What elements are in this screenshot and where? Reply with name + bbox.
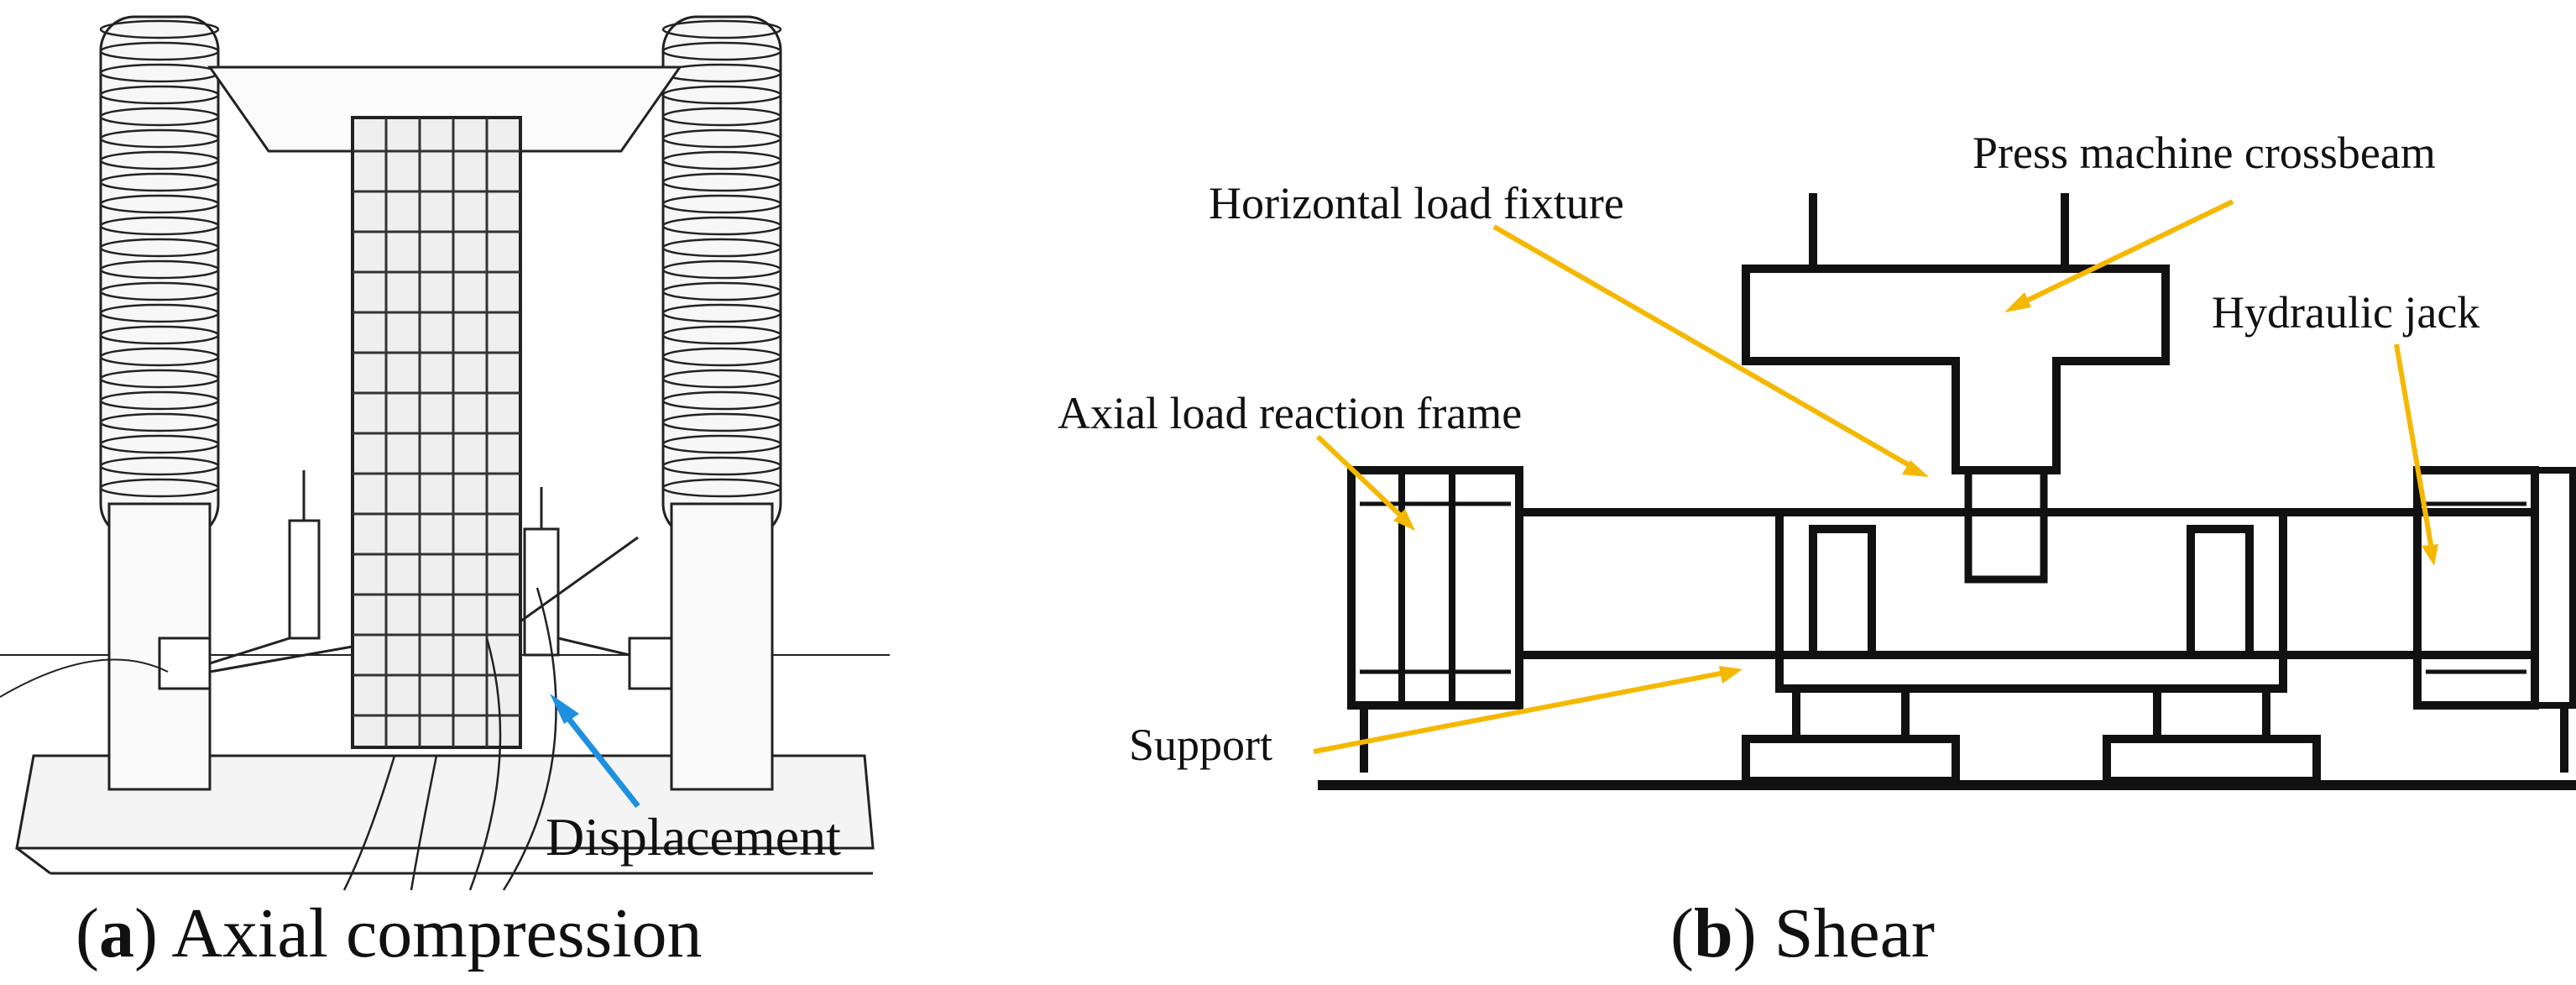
arrow-support xyxy=(1313,666,1743,754)
hydraulic-jack-shape xyxy=(2279,466,2576,773)
arrow-hydraulic-jack xyxy=(2394,343,2438,566)
lvdt-left xyxy=(158,470,353,690)
caption-b-letter: b xyxy=(1693,894,1733,972)
displacement-label: Displacement xyxy=(546,807,841,867)
press-crossbeam-shape xyxy=(1742,193,2170,584)
label-press-crossbeam: Press machine crossbeam xyxy=(1972,128,2436,178)
arrow-axial-reaction-frame xyxy=(1315,434,1415,531)
label-support: Support xyxy=(1129,720,1273,770)
caption-b: (b) Shear xyxy=(1670,894,1935,972)
horizontal-load-fixture-shape xyxy=(1775,508,2287,659)
top-platen xyxy=(207,65,682,153)
label-axial-reaction-frame: Axial load reaction frame xyxy=(1058,388,1523,438)
caption-b-text: Shear xyxy=(1774,894,1935,972)
shear-test-schematic xyxy=(1313,193,2576,790)
axial-compression-sketch xyxy=(0,15,890,891)
label-horizontal-fixture: Horizontal load fixture xyxy=(1209,178,1624,228)
panel-shear: Press machine crossbeam Horizontal load … xyxy=(1041,0,2576,985)
arrow-press-crossbeam xyxy=(2004,199,2234,312)
right-column xyxy=(661,15,782,791)
lvdt-right xyxy=(520,487,673,690)
support-shape xyxy=(1742,651,2321,785)
caption-a-text: Axial compression xyxy=(171,894,703,972)
axial-reaction-frame-shape xyxy=(1347,466,1784,773)
caption-a-letter: a xyxy=(98,894,134,972)
base-plate xyxy=(15,754,875,850)
caption-a: (a) Axial compression xyxy=(76,894,703,972)
displacement-arrow xyxy=(550,694,640,809)
panel-axial-compression: Displacement (a) Axial compression xyxy=(0,0,890,985)
arrow-horizontal-fixture xyxy=(1492,224,1929,477)
specimen-column xyxy=(351,116,522,749)
label-hydraulic-jack: Hydraulic jack xyxy=(2212,287,2480,338)
